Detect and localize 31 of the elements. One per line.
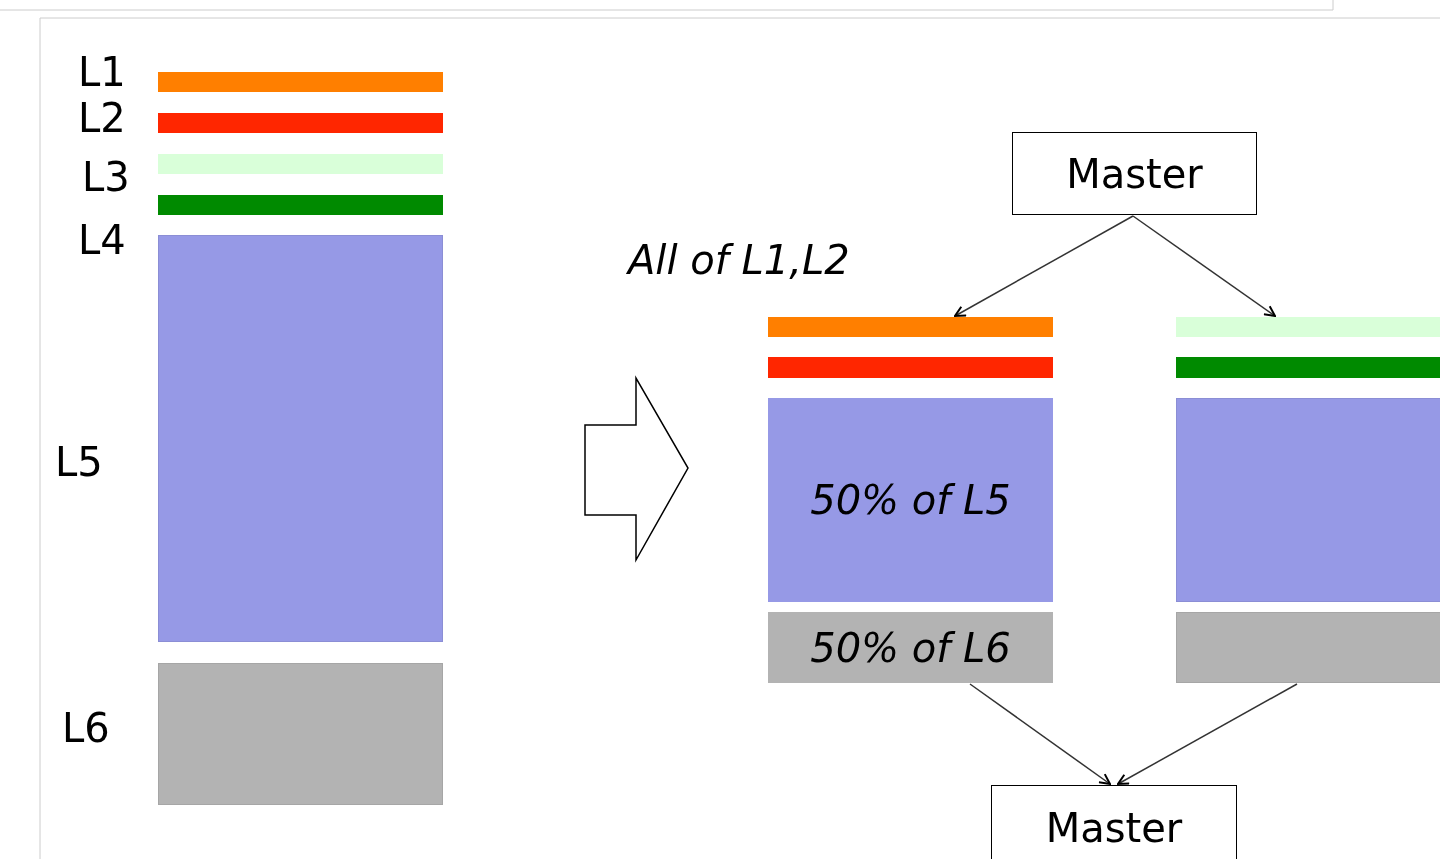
box-title: Master bbox=[1045, 804, 1183, 851]
layer-bar bbox=[158, 154, 443, 174]
layer-bar bbox=[158, 72, 443, 92]
layer-bar bbox=[1176, 357, 1440, 378]
block-label: 50% of L6 bbox=[810, 624, 1011, 671]
layer-label: L2 bbox=[78, 98, 126, 138]
arrow bbox=[1132, 215, 1276, 317]
layer-label: L5 bbox=[55, 442, 103, 482]
layer-block bbox=[768, 398, 1053, 602]
layer-block bbox=[1176, 398, 1440, 602]
box-title: Master bbox=[1066, 150, 1203, 197]
layer-bar bbox=[768, 317, 1053, 337]
layer-block bbox=[158, 235, 443, 642]
layer-bar bbox=[158, 195, 443, 215]
master-box bbox=[991, 785, 1237, 859]
note-text: All of L1,L2 bbox=[628, 240, 850, 280]
arrow bbox=[954, 215, 1134, 317]
layer-label: L4 bbox=[78, 220, 126, 260]
block-label: 50% of L5 bbox=[810, 477, 1011, 523]
layer-label: L1 bbox=[78, 52, 126, 92]
arrow bbox=[1117, 683, 1298, 785]
layer-bar bbox=[158, 113, 443, 133]
layer-label: L6 bbox=[62, 708, 110, 748]
layer-block bbox=[768, 612, 1053, 683]
layer-block bbox=[158, 663, 443, 805]
layer-block bbox=[1176, 612, 1440, 683]
layer-label: L3 bbox=[82, 157, 130, 197]
layer-bar bbox=[768, 357, 1053, 378]
arrow bbox=[969, 683, 1111, 785]
layer-bar bbox=[1176, 317, 1440, 337]
master-box bbox=[1012, 132, 1257, 215]
